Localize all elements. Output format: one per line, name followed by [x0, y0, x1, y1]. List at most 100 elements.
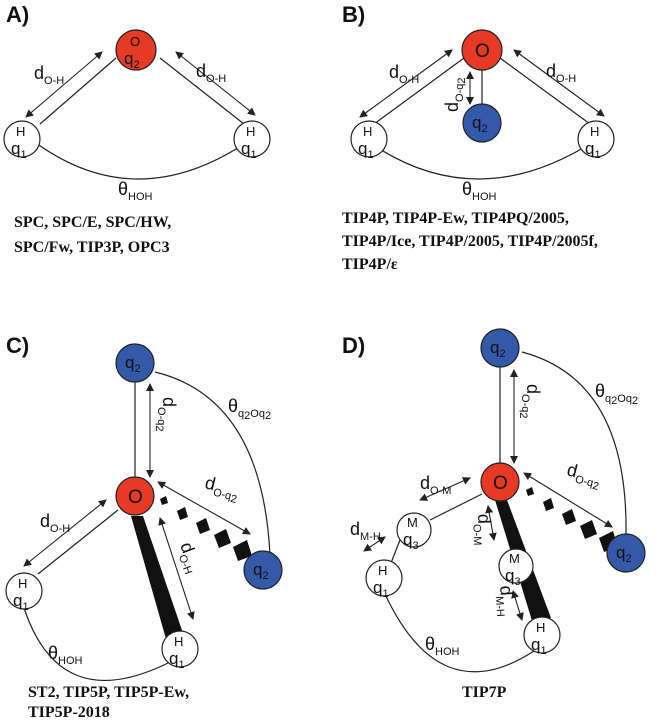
panel-c-theta-qoq: θq2Oq2	[228, 396, 271, 422]
panel-b-label: B)	[342, 2, 365, 27]
panel-a-doh-arrow-left	[25, 51, 103, 118]
panel-d-q2-charge-site-top: q2	[480, 328, 520, 368]
panel-d-doq-label-vertical: dO-q2	[517, 384, 543, 418]
panel-c-doh-arrow-left	[23, 499, 107, 567]
svg-text:H: H	[590, 124, 599, 139]
panel-c-wedge-bond-h	[131, 516, 186, 646]
panel-b-oh-bond-right	[499, 57, 591, 125]
panel-d-dmh-arrow-left	[363, 536, 386, 552]
panel-d-hoh-arc	[384, 593, 535, 673]
panel-c-models-line-2: TIP5P-2018	[28, 704, 110, 721]
svg-text:O: O	[493, 473, 508, 494]
panel-d-m-site-left: M q3	[396, 512, 432, 552]
panel-b-models-line-1: TIP4P, TIP4P-Ew, TIP4PQ/2005,	[342, 210, 569, 227]
panel-d-dmh-arrow-wedge	[511, 590, 524, 621]
panel-d-models-line-1: TIP7P	[462, 684, 507, 701]
svg-text:q2: q2	[124, 49, 140, 71]
panel-d-doq-label-diagonal: dO-q2	[564, 459, 604, 493]
panel-a: A) dO-H dO-H θHOH O q2 H q1 H q1	[3, 2, 271, 256]
svg-text:H: H	[378, 563, 387, 578]
panel-c-doq-arrow-diagonal	[157, 481, 251, 535]
svg-text:H: H	[363, 124, 372, 139]
panel-a-hydrogen-atom-left: H q1	[3, 120, 41, 161]
panel-b-models-line-3: TIP4P/ε	[342, 256, 398, 273]
svg-text:H: H	[536, 620, 545, 635]
panel-a-label: A)	[6, 2, 29, 27]
panel-c-hoh-arc	[23, 607, 169, 682]
panel-a-oh-bond-left	[39, 57, 117, 125]
panel-d-om-bond-left	[429, 493, 483, 521]
panel-c-hydrogen-atom-left: H q1	[5, 572, 43, 613]
panel-c-q2-charge-site-right: q2	[243, 550, 283, 590]
svg-text:q2: q2	[472, 113, 488, 135]
panel-b-models-line-2: TIP4P/Ice, TIP4P/2005, TIP4P/2005f,	[342, 233, 598, 250]
panel-b: B) dO-H dO-H dO-q2 θHOH O q2 H q1 H q1 T…	[342, 2, 615, 273]
panel-c-hashed-bond-q2	[160, 496, 252, 561]
panel-a-theta-hoh: θHOH	[118, 179, 153, 203]
panel-b-hydrogen-atom-left: H q1	[350, 120, 388, 161]
panel-b-hydrogen-atom-right: H q1	[577, 120, 615, 161]
panel-d-theta-hoh: θHOH	[425, 634, 460, 658]
svg-text:H: H	[246, 124, 255, 139]
svg-text:H: H	[174, 634, 183, 649]
panel-b-doh-arrow-left	[359, 49, 453, 118]
svg-text:q1: q1	[11, 139, 27, 161]
svg-text:q1: q1	[13, 591, 29, 613]
panel-c-doh-label-left: dO-H	[40, 511, 70, 535]
svg-text:q2: q2	[125, 353, 141, 375]
panel-d-q2-charge-site-right: q2	[606, 533, 646, 573]
panel-a-models-line-1: SPC, SPC/E, SPC/HW,	[14, 214, 171, 231]
svg-text:M: M	[509, 551, 520, 566]
panel-a-doh-label-right: dO-H	[196, 61, 226, 85]
panel-b-doh-label-left: dO-H	[389, 62, 419, 86]
svg-text:q3: q3	[403, 530, 419, 552]
panel-d-dom-label-wedge: dO-M	[470, 513, 495, 545]
svg-text:q1: q1	[169, 649, 185, 671]
panel-d-hydrogen-atom-left: H q1	[365, 559, 403, 600]
panel-b-theta-hoh: θHOH	[462, 179, 497, 203]
svg-text:q1: q1	[531, 635, 547, 657]
panel-d-dom-arrow-left	[419, 477, 471, 501]
panel-c-oxygen-atom: O	[115, 476, 155, 516]
panel-d-dmh-label-left: dM-H	[350, 519, 381, 543]
svg-text:H: H	[18, 576, 27, 591]
panel-a-hydrogen-atom-right: H q1	[233, 120, 271, 161]
panel-c-doh-arrow-wedge	[158, 517, 195, 620]
svg-text:q1: q1	[585, 139, 601, 161]
panel-d-mh-bond-left	[390, 539, 401, 564]
panel-d-dmh-label-wedge: dM-H	[492, 585, 518, 617]
svg-text:q1: q1	[373, 578, 389, 600]
panel-c-qoq-arc	[154, 371, 271, 556]
panel-d-oxygen-atom: O	[480, 462, 520, 502]
svg-text:q2: q2	[616, 543, 632, 565]
panel-a-doh-arrow-right	[175, 51, 256, 116]
panel-d-m-site-wedge: M q3	[498, 548, 534, 588]
panel-a-hoh-arc	[31, 139, 251, 180]
svg-text:q2: q2	[253, 560, 269, 582]
panel-c-hydrogen-atom-bottom: H q1	[161, 630, 199, 671]
panel-c-doq-label-vertical: dO-q2	[153, 397, 179, 431]
panel-c-models-line-1: ST2, TIP5P, TIP5P-Ew,	[28, 684, 189, 701]
panel-a-oxygen-atom: O q2	[115, 29, 157, 71]
svg-text:O: O	[475, 41, 490, 62]
panel-c-theta-hoh: θHOH	[48, 643, 83, 667]
panel-c: C) dO-q2 dO-H dO-q2 dO-H θq2Oq2 θHOH	[5, 333, 283, 721]
panel-b-doh-label-right: dO-H	[546, 61, 576, 85]
panel-b-oxygen-atom: O	[461, 29, 503, 71]
panel-b-doh-arrow-right	[513, 49, 605, 117]
svg-text:q2: q2	[490, 338, 506, 360]
svg-text:O: O	[130, 34, 140, 49]
panel-c-q2-charge-site-top: q2	[115, 343, 155, 383]
panel-a-doh-label-left: dO-H	[34, 63, 64, 87]
panel-d-hashed-bond-q2	[526, 487, 618, 552]
panel-d-hydrogen-atom-bottom: H q1	[523, 616, 561, 657]
panel-b-doq-label: dO-q2	[442, 78, 468, 112]
panel-d-dom-arrow-wedge	[485, 505, 497, 541]
panel-c-label: C)	[6, 333, 29, 358]
panel-d-qoq-arc	[521, 351, 627, 535]
panel-b-q2-charge-site: q2	[462, 103, 502, 143]
panel-d-theta-qoq: θq2Oq2	[595, 381, 638, 407]
panel-d-doq-arrow-diagonal	[523, 472, 613, 528]
svg-text:O: O	[128, 487, 143, 508]
